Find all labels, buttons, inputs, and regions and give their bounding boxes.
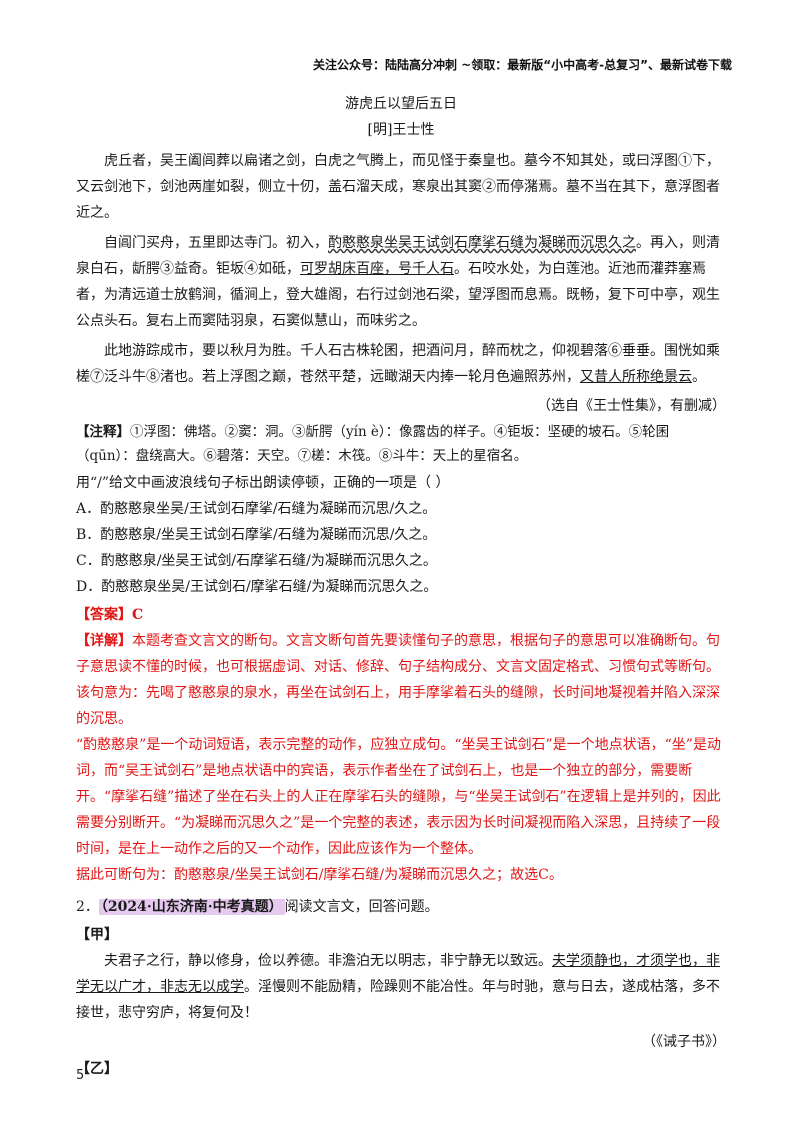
header-note: 关注公众号：陆陆高分冲刺 ~领取：最新版“小中高考-总复习”、最新试卷下载	[313, 58, 732, 72]
question-2-text: 阅读文言文，回答问题。	[284, 899, 439, 915]
detail-text-1: 本题考查文言文的断句。文言文断句首先要读懂句子的意思，根据句子的意思可以准确断句…	[76, 633, 720, 675]
question-2-source-tag: （2024·山东济南·中考真题）	[98, 899, 285, 915]
notes-line-1: ①浮图：佛塔。②窦：洞。③龂腭（yín è）：像露齿的样子。④钜坂：坚硬的坡石。…	[130, 424, 670, 440]
passage-paragraph-1: 虎丘者，吴王阖闾葬以扁诸之剑，白虎之气腾上，而见怪于秦皇也。墓今不知其处，或曰浮…	[76, 153, 720, 221]
underlined-sentence-1: 可罗胡床百座，号千人石	[300, 261, 454, 277]
answer-value: C	[132, 607, 144, 623]
jia-paragraph: 夫君子之行，静以修身，俭以养德。非澹泊无以明志，非宁静无以致远。夫学须静也，才须…	[76, 948, 726, 1026]
page-number: 5	[76, 1068, 85, 1083]
p3-text-b: 。	[692, 369, 706, 385]
p2-text-b: 。再入，则清泉白石，龂腭③益奇。钜坂④如砥，	[76, 235, 720, 277]
option-d: D．酌憨憨泉坐吴/王试剑石/摩挲石缝/为凝睇而沉思久之。	[76, 579, 438, 595]
p2-text-c: 。石咬水处，为白莲池。近池而灌莽塞焉者，为清远道士放鹤涧，循涧上，登大雄阁，右行…	[76, 261, 720, 329]
passage-title: 游虎丘以望后五日	[345, 96, 457, 112]
passage-paragraph-3: 此地游踪成市，要以秋月为胜。千人石古株轮囷，把酒问月，醉而枕之，仰视碧落⑥垂垂。…	[76, 338, 726, 390]
question-2-number: 2．	[76, 899, 99, 915]
document-body: 游虎丘以望后五日 [明]王士性 虎丘者，吴王阖闾葬以扁诸之剑，白虎之气腾上，而见…	[76, 94, 726, 1082]
detail-line-2: 该句意为：先喝了憨憨泉的泉水，再坐在试剑石上，用手摩挲着石头的缝隙，长时间地凝视…	[76, 685, 720, 727]
answer: 【答案】C	[76, 602, 726, 628]
option-b: B．酌憨憨泉/坐吴王试剑石摩挲/石缝为凝睇而沉思/久之。	[76, 527, 437, 543]
notes: 【注释】①浮图：佛塔。②窦：洞。③龂腭（yín è）：像露齿的样子。④钜坂：坚硬…	[76, 420, 726, 468]
jia-text-a: 夫君子之行，静以修身，俭以养德。非澹泊无以明志，非宁静无以致远。	[104, 953, 552, 969]
option-c: C．酌憨憨泉/坐吴王试剑/石摩挲石缝/为凝睇而沉思久之。	[76, 553, 437, 569]
jia-source: （《诫子书》）	[642, 1034, 726, 1050]
question-2-stem: 2．（2024·山东济南·中考真题）阅读文言文，回答问题。	[76, 894, 726, 920]
p3-text-a: 此地游踪成市，要以秋月为胜。千人石古株轮囷，把酒问月，醉而枕之，仰视碧落⑥垂垂。…	[76, 343, 720, 385]
passage-source: （选自《王士性集》，有删减）	[537, 398, 726, 414]
passage-author: [明]王士性	[367, 122, 435, 138]
jia-text-b: 。淫慢则不能励精，险躁则不能冶性。年与时驰，意与日去，遂成枯落，多不接世，悲守穷…	[76, 979, 720, 1021]
p2-text-a: 自阊门买舟，五里即达寺门。初入，	[104, 235, 328, 251]
wavy-underlined-sentence: 酌憨憨泉坐吴王试剑石摩挲石缝为凝睇而沉思久之	[328, 235, 636, 251]
question-1-stem: 用“/”给文中画波浪线句子标出朗读停顿，正确的一项是（ ）	[76, 475, 450, 491]
passage-paragraph-2: 自阊门买舟，五里即达寺门。初入，酌憨憨泉坐吴王试剑石摩挲石缝为凝睇而沉思久之。再…	[76, 230, 726, 334]
detail-label: 【详解】	[76, 633, 132, 649]
detail-line-1: 【详解】本题考查文言文的断句。文言文断句首先要读懂句子的意思，根据句子的意思可以…	[76, 628, 726, 680]
notes-line-2: （qūn）：盘绕高大。⑥碧落：天空。⑦槎：木筏。⑧斗牛：天上的星宿名。	[76, 448, 528, 464]
underlined-sentence-2: 又昔人所称绝景云	[580, 369, 692, 385]
detail-line-3: “酌憨憨泉”是一个动词短语，表示完整的动作，应独立成句。“坐吴王试剑石”是一个地…	[76, 737, 721, 857]
section-label-jia: 【甲】	[76, 927, 118, 943]
notes-label: 【注释】	[76, 424, 130, 440]
section-label-yi: 【乙】	[76, 1061, 118, 1077]
answer-label: 【答案】	[76, 607, 132, 623]
detail-line-4: 据此可断句为：酌憨憨泉/坐吴王试剑石/摩挲石缝/为凝睇而沉思久之；故选C。	[76, 867, 563, 883]
jia-underlined-sentence: 夫学须静也，才须学也，非学无以广才，非志无以成学	[76, 953, 720, 995]
option-a: A．酌憨憨泉坐吴/王试剑石摩挲/石缝为凝睇而沉思/久之。	[76, 501, 437, 517]
